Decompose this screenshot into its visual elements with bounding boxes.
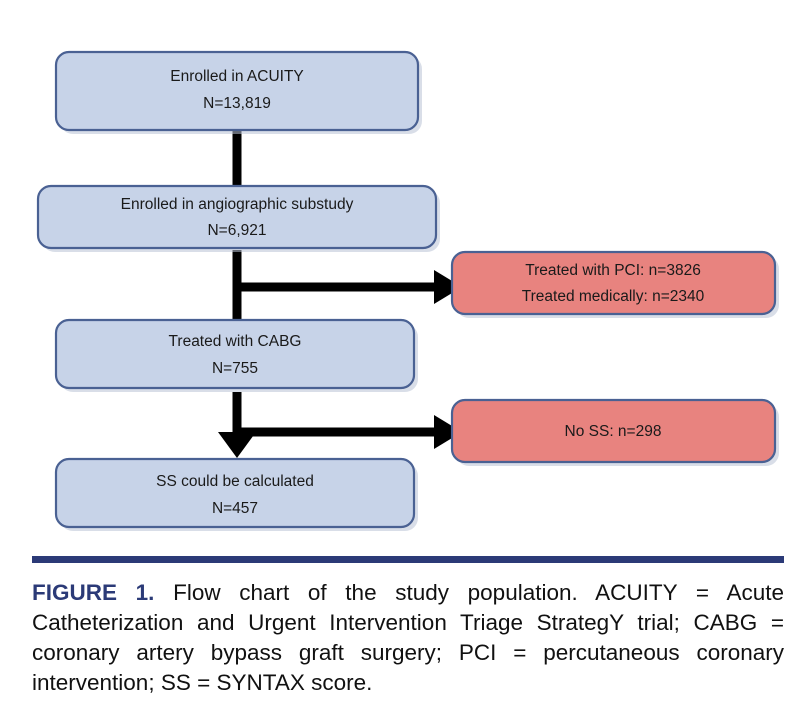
node-enrolled-acuity: Enrolled in ACUITY N=13,819 xyxy=(54,50,422,134)
node-label-line1: Enrolled in angiographic substudy xyxy=(121,196,354,213)
node-box xyxy=(450,398,777,464)
node-ss-calculated: SS could be calculated N=457 xyxy=(54,457,418,531)
node-label-line2: N=13,819 xyxy=(203,95,271,112)
arrow-head-down-ss xyxy=(218,432,256,458)
node-box xyxy=(450,250,777,316)
node-label-line1: No SS: n=298 xyxy=(565,423,662,440)
node-label-line1: Treated with PCI: n=3826 xyxy=(525,262,701,279)
flowchart-svg: Enrolled in ACUITY N=13,819 Enrolled in … xyxy=(36,50,779,531)
node-label-line1: SS could be calculated xyxy=(156,473,314,490)
figure-number-label: FIGURE 1. xyxy=(32,580,155,605)
flowchart: Enrolled in ACUITY N=13,819 Enrolled in … xyxy=(36,50,779,531)
node-label-line2: Treated medically: n=2340 xyxy=(522,288,705,305)
node-label-line2: N=457 xyxy=(212,500,258,517)
node-label-line2: N=755 xyxy=(212,360,258,377)
figure-caption: FIGURE 1. Flow chart of the study popula… xyxy=(32,578,784,698)
node-box xyxy=(54,318,416,390)
node-treated-pci-medical: Treated with PCI: n=3826 Treated medical… xyxy=(450,250,779,318)
figure-caption-text: Flow chart of the study population. ACUI… xyxy=(32,580,784,695)
node-no-ss: No SS: n=298 xyxy=(450,398,779,466)
node-label-line2: N=6,921 xyxy=(207,222,266,239)
arrow-head-right-no-ss xyxy=(434,415,462,449)
node-box xyxy=(54,50,420,132)
node-treated-cabg: Treated with CABG N=755 xyxy=(54,318,418,392)
connector-group xyxy=(218,128,462,458)
node-box xyxy=(54,457,416,529)
node-label-line1: Enrolled in ACUITY xyxy=(170,68,304,85)
node-label-line1: Treated with CABG xyxy=(169,333,302,350)
node-enrolled-angio-substudy: Enrolled in angiographic substudy N=6,92… xyxy=(36,184,440,252)
node-box xyxy=(36,184,438,250)
arrow-head-right-pci xyxy=(434,270,462,304)
caption-divider xyxy=(32,556,784,563)
